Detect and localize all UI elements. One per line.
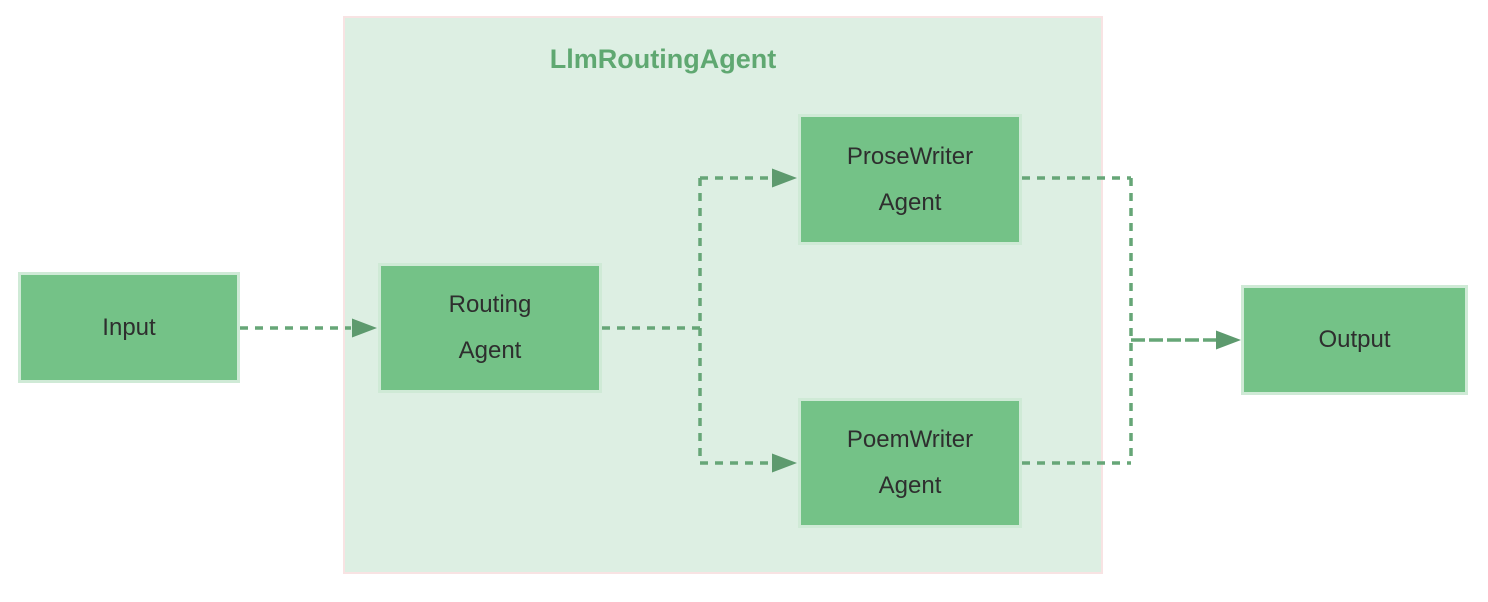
- node-prosewriter-agent: ProseWriter Agent: [798, 114, 1022, 245]
- node-output: Output: [1241, 285, 1468, 395]
- arrowhead-icon: [772, 168, 797, 188]
- edge-merge-to-output: [1131, 330, 1241, 350]
- edge-input-to-routing: [240, 318, 377, 338]
- arrowhead-icon: [352, 318, 377, 338]
- node-routing-agent: Routing Agent: [378, 263, 602, 393]
- llm-routing-agent-title: LlmRoutingAgent: [549, 44, 777, 74]
- edge-routing-to-poemwriter: [700, 453, 797, 473]
- node-poemwriter-agent: PoemWriter Agent: [798, 398, 1022, 528]
- edge-poemwriter-to-merge: [1022, 178, 1133, 465]
- edge-routing-branch: [602, 178, 702, 463]
- arrowhead-icon: [1216, 330, 1241, 350]
- arrowhead-icon: [772, 453, 797, 473]
- node-input: Input: [18, 272, 240, 383]
- edge-routing-to-prosewriter: [700, 168, 797, 188]
